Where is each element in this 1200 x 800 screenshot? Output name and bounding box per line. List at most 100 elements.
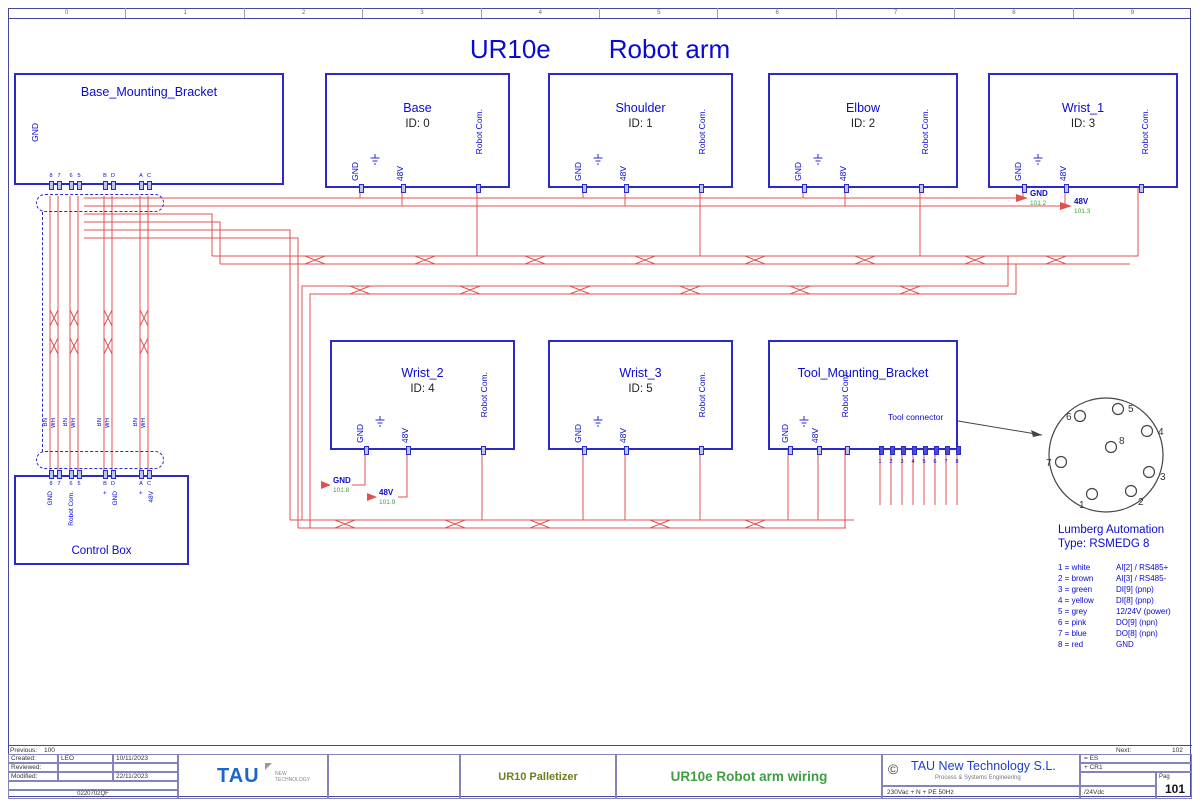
created-date-cell: 10/11/2023 — [113, 754, 178, 763]
created-label: Created: — [11, 755, 36, 762]
gnd-label: GND — [780, 424, 790, 443]
wire-color-wh: WH — [105, 418, 111, 428]
legend-function: 12/24V (power) — [1116, 607, 1171, 616]
legend-pin: 2 = brown — [1058, 574, 1094, 583]
wire-color-wh: WH — [141, 418, 147, 428]
tool-pin — [879, 446, 884, 455]
empty-cell — [328, 754, 460, 799]
mains-cell: 230Vac + N + PE 50Hz — [882, 786, 1080, 799]
page-cell: Pag 101 — [1156, 772, 1192, 799]
connector-brand: Lumberg Automation — [1058, 524, 1165, 536]
block-id: ID: 3 — [1070, 118, 1096, 130]
tau-logo: TAU — [217, 765, 260, 787]
grid-ruler: 0 1 2 3 4 5 6 7 8 9 — [8, 8, 1191, 19]
pin-number: A — [139, 173, 143, 179]
pin-number: 6 — [69, 173, 73, 179]
logo-cell: TAU NEW TECHNOLOGY — [178, 754, 328, 799]
48v-pin — [624, 446, 629, 455]
wire-color-wh: WH — [71, 418, 77, 428]
tool-pin-number: 3 — [900, 459, 904, 465]
gnd-label: GND — [793, 162, 803, 181]
48v-pin — [406, 446, 411, 455]
tool-pin — [934, 446, 939, 455]
tool-connector-label: Tool connector — [888, 412, 944, 422]
offpage-gnd-ref: 101.2 — [1030, 200, 1047, 207]
ground-icon — [369, 152, 381, 170]
block-id: ID: 4 — [410, 383, 435, 395]
location-cr: + CR1 — [1084, 764, 1103, 771]
robot-com-pin — [476, 184, 481, 193]
pin-number: 5 — [77, 481, 81, 487]
ruler-mark: 9 — [1130, 10, 1135, 16]
created-label-cell: Created: — [8, 754, 58, 763]
offpage-gnd-ref: 101.8 — [333, 487, 350, 494]
location-cr-cell: + CR1 — [1080, 763, 1192, 772]
wire-color-bn: BN — [133, 418, 139, 427]
legend-pin: 7 = blue — [1058, 629, 1087, 638]
title-block: Previous: 100 Next: 102 Created: LEO 10/… — [8, 745, 1192, 799]
legend-row: 7 = blue DO[8] (npn) — [1058, 628, 1190, 639]
block-title: Wrist_1 — [1061, 101, 1105, 115]
control-pin — [69, 470, 74, 479]
tool-pin-number: 2 — [889, 459, 893, 465]
block-tool-mounting-bracket: Tool_Mounting_Bracket GND 48V Robot Com.… — [768, 340, 961, 465]
robot-com-label: Robot Com. — [920, 109, 930, 155]
modified-by-cell — [58, 772, 113, 781]
reviewed-date-cell — [113, 763, 178, 772]
ruler-mark: 1 — [126, 8, 245, 18]
block-title: Control Box — [71, 545, 132, 557]
reviewed-label: Reviewed: — [11, 764, 42, 771]
gnd-pin — [582, 184, 587, 193]
tool-pin — [956, 446, 961, 455]
previous-sheet-label: Previous: — [10, 747, 38, 754]
tool-pin-number: 8 — [955, 459, 959, 465]
ruler-mark: 0 — [8, 8, 127, 18]
gnd-pin — [788, 446, 793, 455]
bracket-pin — [69, 181, 74, 190]
robot-com-label: Robot Com. — [697, 109, 707, 155]
pin-number: 6 — [69, 481, 73, 487]
block-elbow: Elbow ID: 2 GND 48V Robot Com. — [768, 73, 958, 193]
tool-pin — [890, 446, 895, 455]
legend-function: AI[3] / RS485- — [1116, 574, 1167, 583]
control-pin — [49, 470, 54, 479]
gnd-pin — [1022, 184, 1027, 193]
company-subtitle: Process & Systems Engineering — [935, 775, 1021, 781]
robot-com-pin — [699, 446, 704, 455]
offpage-48v-ref: 101.9 — [379, 499, 396, 506]
gnd-pin — [359, 184, 364, 193]
doc-number-cell: 0220702QF — [8, 790, 178, 799]
bracket-pin — [147, 181, 152, 190]
tool-pin — [901, 446, 906, 455]
offpage-gnd-label: GND — [1030, 189, 1048, 198]
drawing-name-cell: UR10e Robot arm wiring — [616, 754, 882, 799]
block-title: Wrist_3 — [619, 366, 662, 380]
pin-number: D — [111, 173, 115, 179]
pin-number: C — [147, 173, 151, 179]
location-es: = ES — [1084, 755, 1099, 762]
block-wrist-1: Wrist_1 ID: 3 GND 48V Robot Com. — [988, 73, 1178, 193]
control-pin — [147, 470, 152, 479]
drawing-title-part1: UR10e — [469, 34, 551, 64]
spare-cell — [1080, 772, 1156, 786]
pin-number: 8 — [49, 481, 53, 487]
offpage-48v-label: 48V — [379, 488, 394, 497]
48v-label: 48V — [400, 427, 410, 443]
bracket-pin — [77, 181, 82, 190]
control-pin — [57, 470, 62, 479]
pin-number: 5 — [77, 173, 81, 179]
gnd-pin — [582, 446, 587, 455]
pin-number: D — [111, 481, 115, 487]
company-name: TAU New Technology S.L. — [911, 759, 1056, 773]
ruler-mark: 2 — [245, 8, 364, 18]
robot-com-label: Robot Com. — [479, 372, 489, 418]
previous-sheet-value: 100 — [44, 747, 55, 754]
legend-function: DI[9] (pnp) — [1116, 585, 1154, 594]
legend-function: DO[8] (npn) — [1116, 629, 1158, 638]
